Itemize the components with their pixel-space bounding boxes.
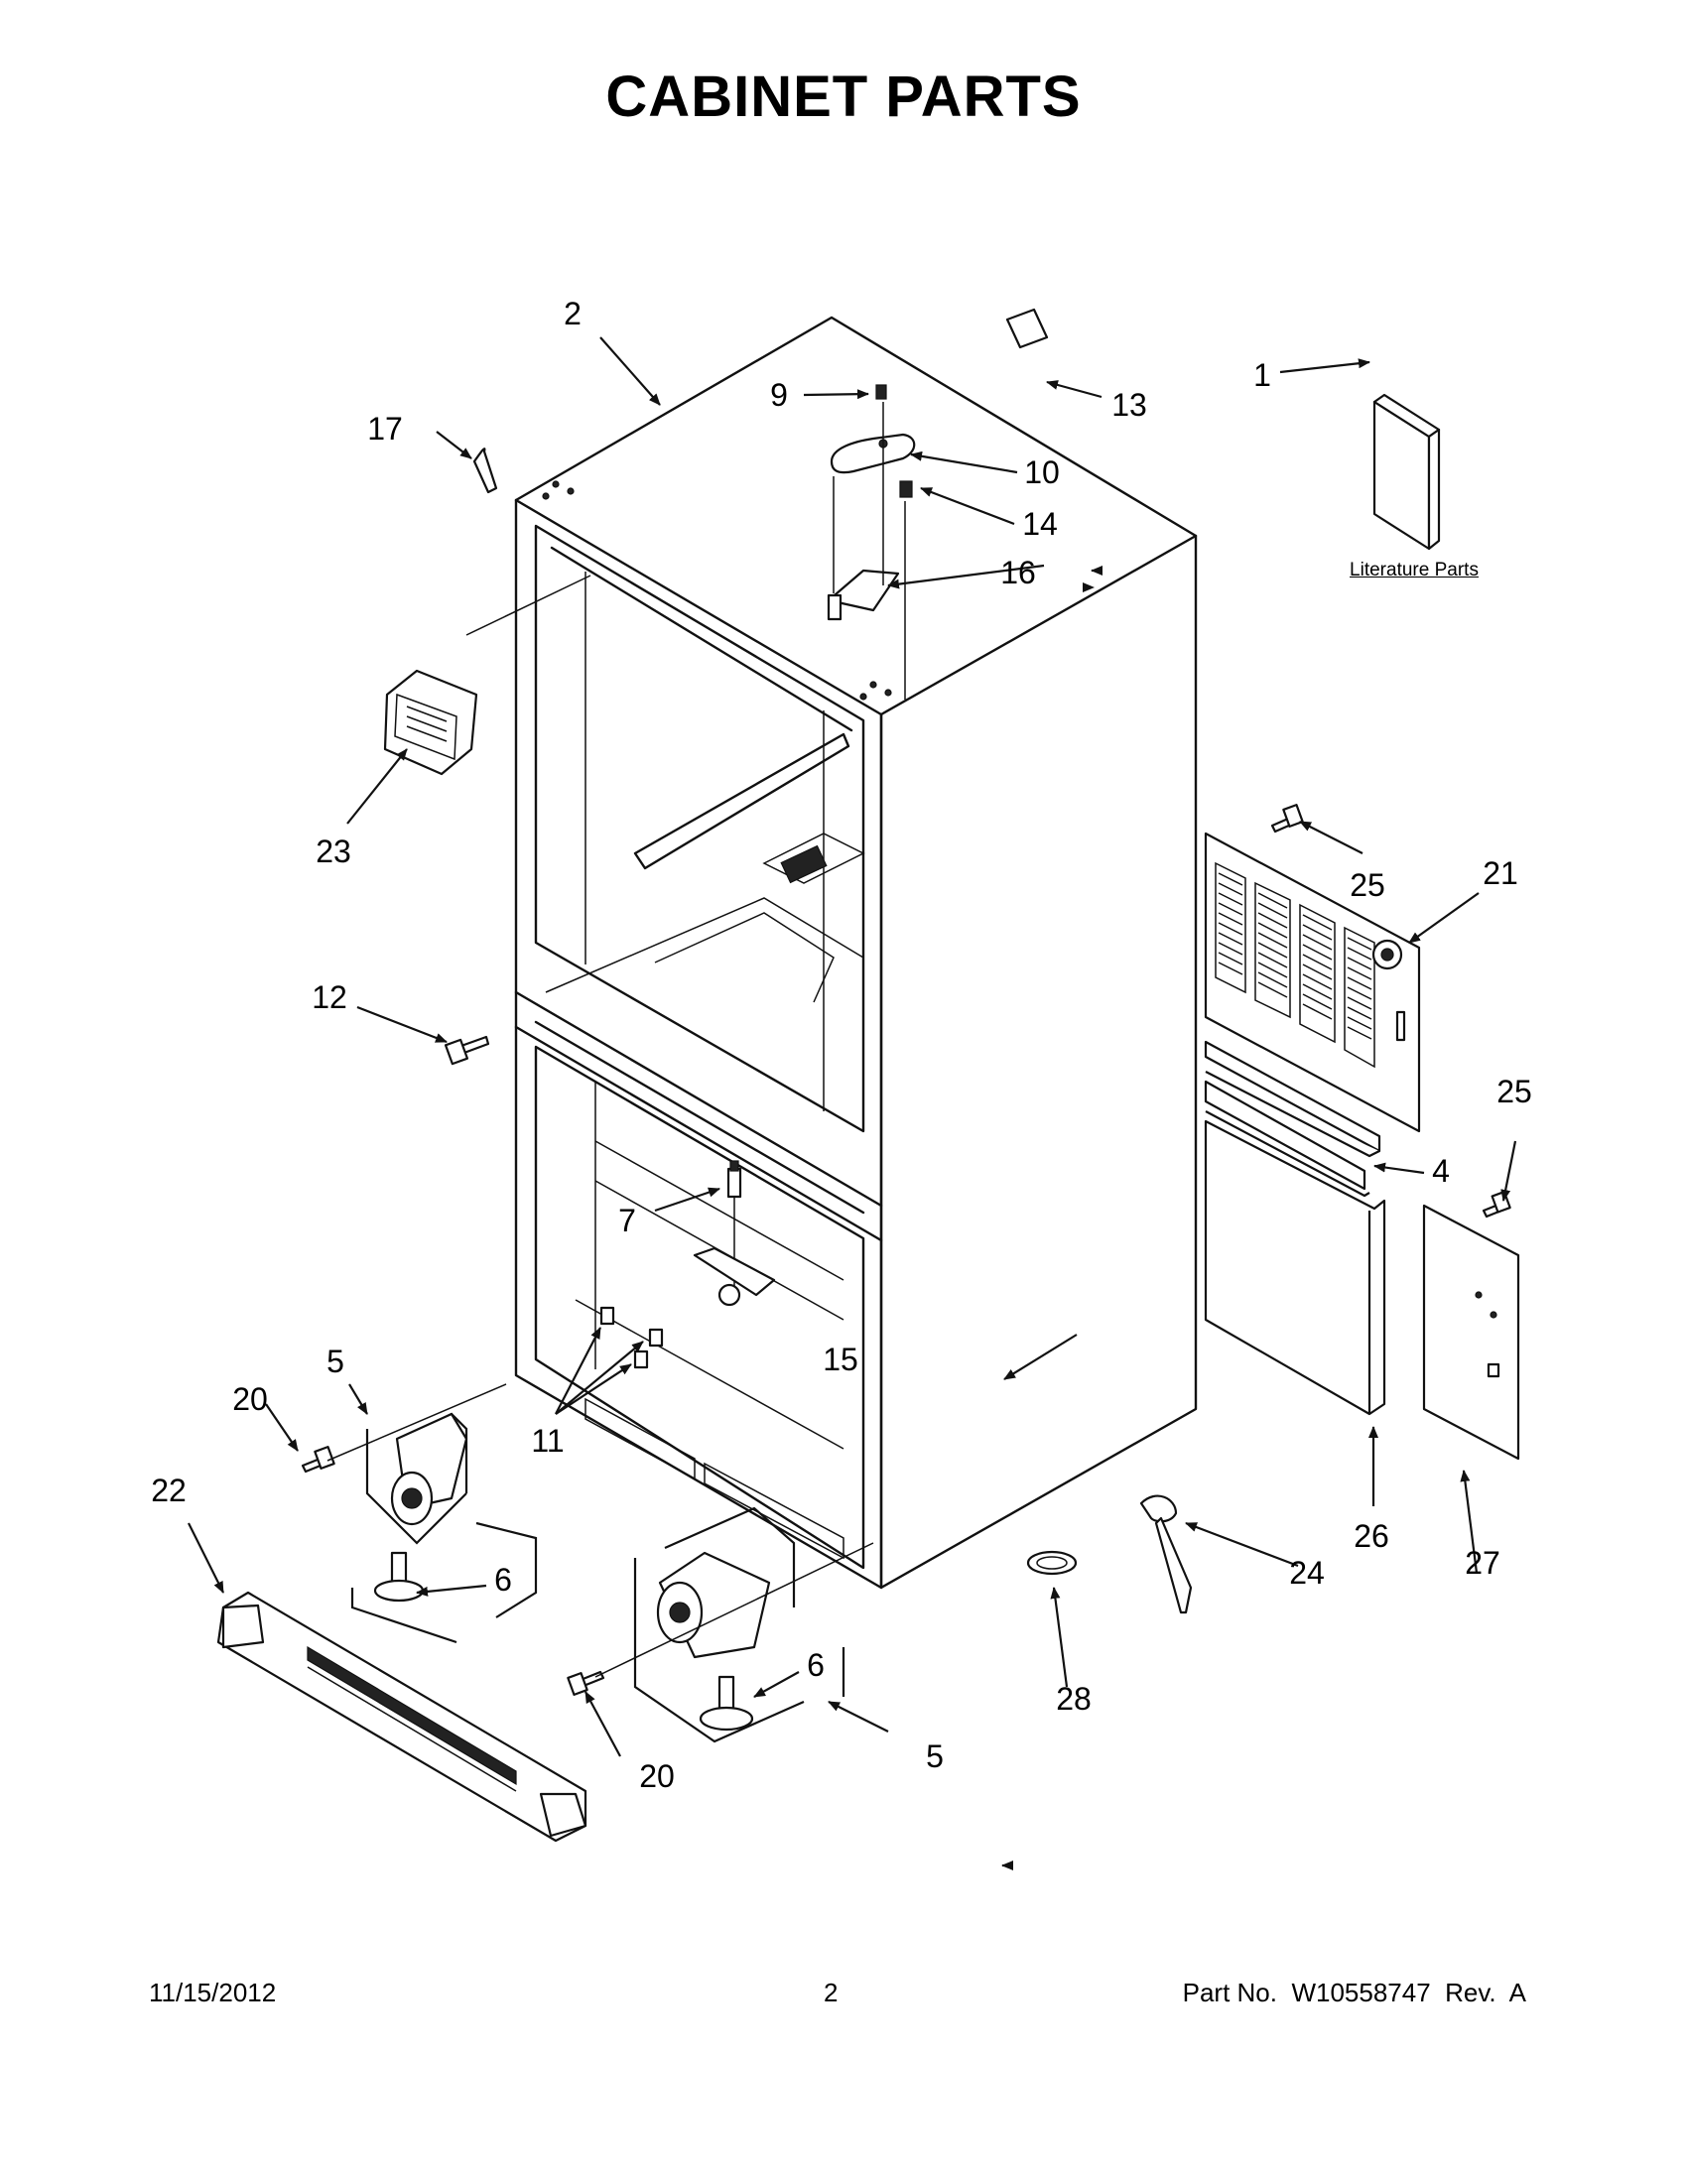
callout-6-right: 6 [807, 1647, 825, 1683]
callout-25-top: 25 [1350, 867, 1385, 903]
energy-badge [383, 669, 478, 776]
callout-21: 21 [1483, 855, 1518, 891]
callout-11: 11 [531, 1423, 565, 1459]
rear-cover-plate [1422, 1190, 1520, 1461]
callout-27: 27 [1465, 1545, 1500, 1581]
screw-12 [444, 1035, 490, 1066]
insulation-pieces [1204, 1040, 1386, 1416]
callout-10: 10 [1024, 454, 1060, 490]
page-title: CABINET PARTS [605, 64, 1082, 129]
footer-part-number: Part No. W10558747 Rev. A [1182, 1978, 1526, 2007]
literature-parts-label: Literature Parts [1350, 560, 1479, 580]
callout-2: 2 [564, 296, 582, 331]
grommet-ring-inner [1036, 1556, 1068, 1570]
grommet-ring [1026, 1550, 1078, 1576]
callout-26: 26 [1354, 1518, 1389, 1554]
callout-25-right: 25 [1496, 1074, 1532, 1109]
cabinet-body [465, 316, 1198, 1590]
rating-label [1005, 308, 1049, 349]
callout-5-right: 5 [926, 1738, 944, 1774]
callout-9: 9 [770, 377, 788, 413]
screws-11 [599, 1306, 664, 1369]
leveling-wrench [1139, 1494, 1193, 1614]
right-roller-assembly [567, 1506, 874, 1743]
toe-grille [216, 1591, 587, 1843]
callout-20-right: 20 [639, 1758, 675, 1794]
footer-page-number: 2 [824, 1978, 839, 2007]
tape-strip [472, 448, 498, 494]
callout-5-left: 5 [326, 1344, 344, 1379]
callout-6-left: 6 [494, 1562, 512, 1598]
callout-12: 12 [312, 979, 347, 1015]
callout-14: 14 [1022, 506, 1058, 542]
callout-16: 16 [1000, 555, 1036, 590]
callout-22: 22 [151, 1473, 187, 1508]
callout-17: 17 [367, 411, 403, 447]
callout-7: 7 [618, 1203, 636, 1238]
rear-access-panel [1204, 804, 1421, 1133]
literature-booklet [1372, 393, 1441, 551]
footer-date: 11/15/2012 [149, 1978, 277, 2007]
callout-15: 15 [823, 1342, 858, 1377]
callout-23: 23 [316, 834, 351, 869]
callout-1: 1 [1253, 357, 1271, 393]
callout-20-left: 20 [232, 1381, 268, 1417]
bracket-15 [693, 1246, 776, 1307]
callout-28: 28 [1056, 1681, 1092, 1717]
callout-24: 24 [1289, 1555, 1325, 1591]
callout-arrows [188, 336, 1517, 1870]
callout-13: 13 [1111, 387, 1147, 423]
callout-4: 4 [1432, 1153, 1450, 1189]
top-hinge-assembly [827, 384, 916, 700]
left-roller-assembly [301, 1383, 538, 1644]
